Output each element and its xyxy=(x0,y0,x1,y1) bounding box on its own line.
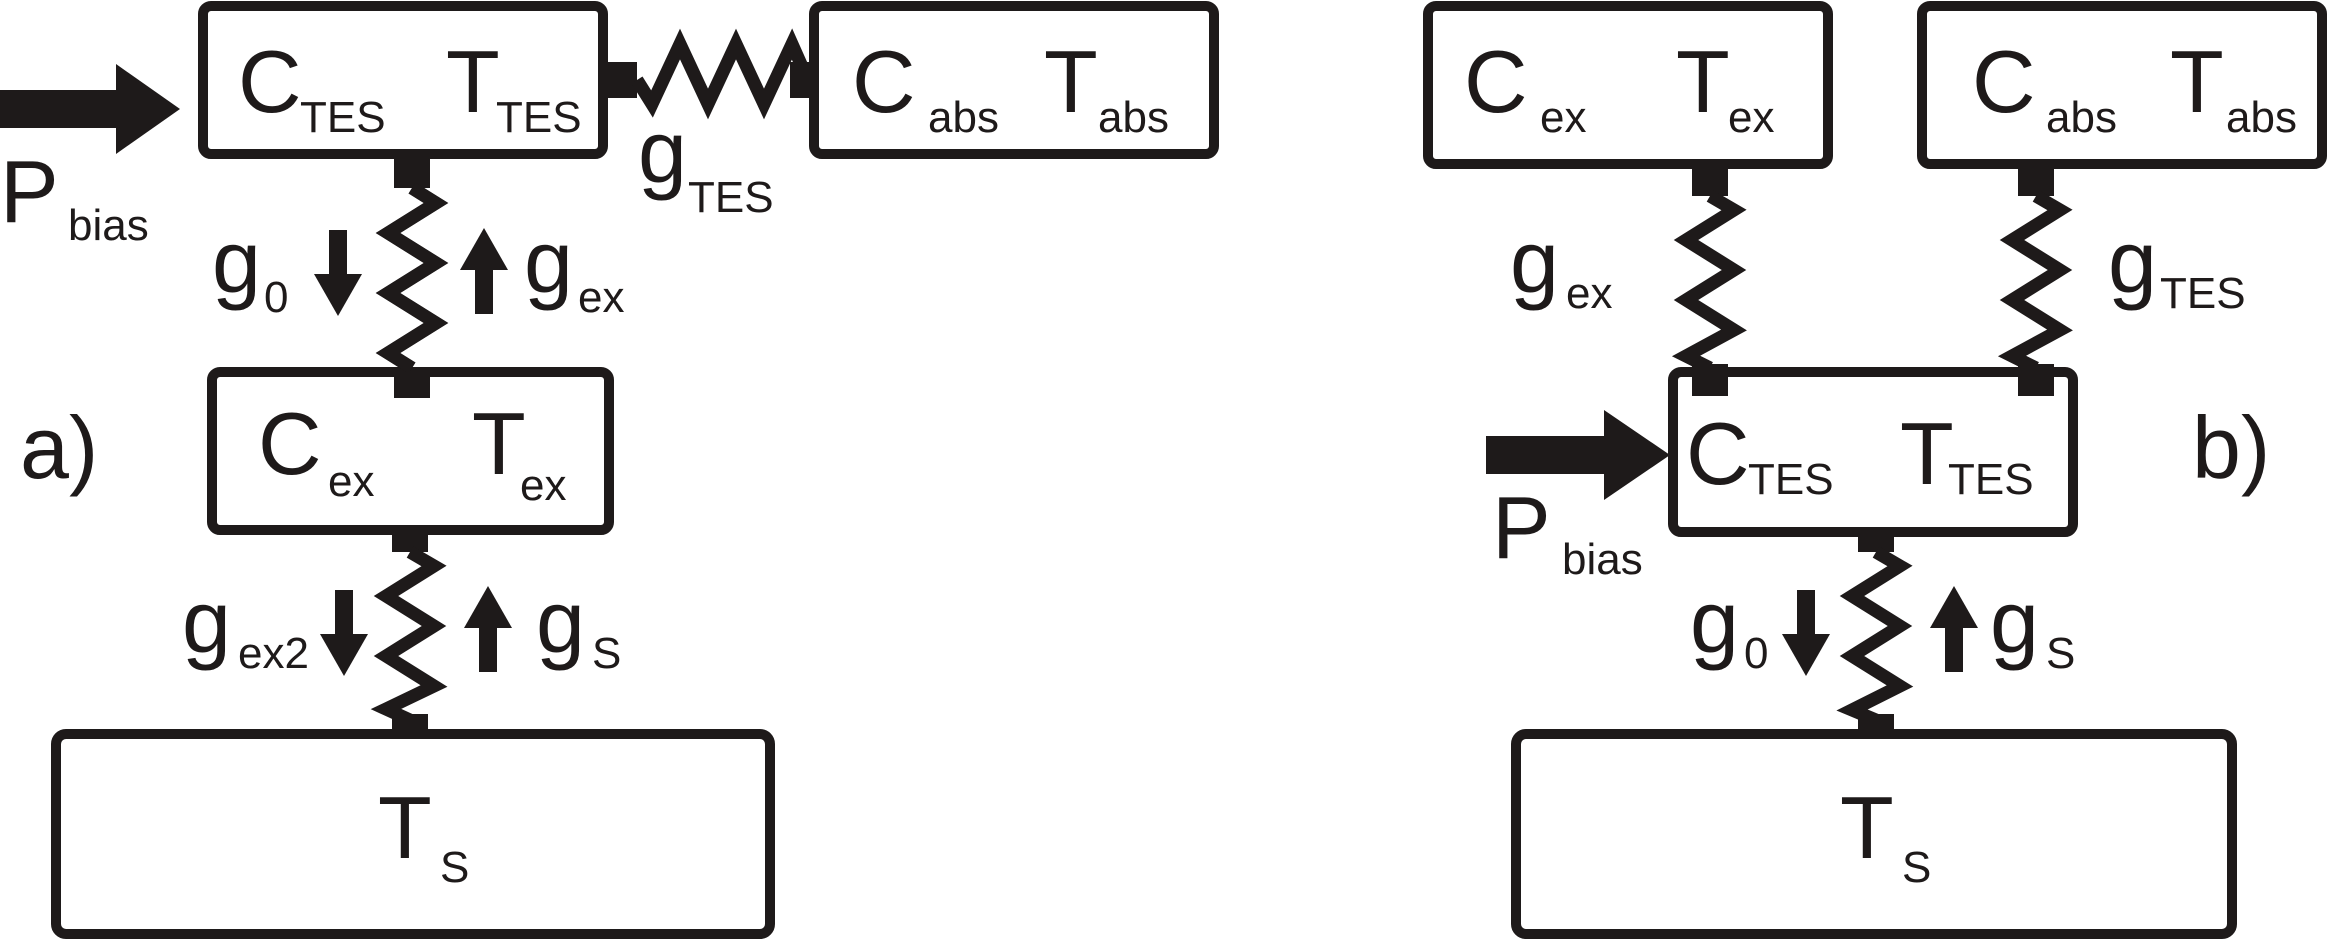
arrow-gex2-down-a xyxy=(320,590,368,676)
gs-symbol-b: g xyxy=(1990,572,2039,671)
abs-t-symbol-b: T xyxy=(2170,32,2224,131)
tes-t-symbol-b: T xyxy=(1900,404,1954,503)
ex-box-b xyxy=(1423,1,1833,169)
gs-symbol-a: g xyxy=(536,572,585,671)
abs-c-symbol-a: C xyxy=(852,32,916,131)
ex-t-sub-a: ex xyxy=(520,461,566,510)
gtes-symbol-b: g xyxy=(2108,212,2157,311)
panel-label-a: a) xyxy=(20,398,98,497)
bias-arrow-a xyxy=(0,64,180,154)
g0-sub-a: 0 xyxy=(264,273,288,322)
link-g-tes-a xyxy=(603,28,816,120)
tes-c-sub-b: TES xyxy=(1748,455,1834,504)
panel-label-b: b) xyxy=(2192,398,2270,497)
gex-sub-b: ex xyxy=(1566,269,1612,318)
abs-t-symbol-a: T xyxy=(1044,32,1098,131)
absorber-box-b xyxy=(1917,1,2327,169)
panel-a xyxy=(0,1,1219,939)
bath-t-sub-a: S xyxy=(440,843,469,892)
bath-t-symbol-b: T xyxy=(1840,778,1894,877)
gs-sub-b: S xyxy=(2046,629,2075,678)
g-tes-sub-a: TES xyxy=(688,173,774,222)
tes-c-symbol-b: C xyxy=(1686,404,1750,503)
gs-sub-a: S xyxy=(592,629,621,678)
abs-c-symbol-b: C xyxy=(1972,32,2036,131)
g0-symbol-b: g xyxy=(1690,572,1739,671)
g-tes-symbol-a: g xyxy=(638,102,687,201)
arrow-gex-up-a xyxy=(460,228,508,314)
tes-t-sub-a: TES xyxy=(496,93,582,142)
ex-c-symbol-a: C xyxy=(258,394,322,493)
arrow-g0-down-b xyxy=(1782,590,1830,676)
gex-symbol-a: g xyxy=(524,212,573,311)
tes-c-symbol-a: C xyxy=(238,32,302,131)
tes-t-sub-b: TES xyxy=(1948,455,2034,504)
g0-symbol-a: g xyxy=(212,212,261,311)
p-bias-symbol-b: P xyxy=(1492,478,1551,577)
bias-arrow-b xyxy=(1486,410,1670,500)
abs-t-sub-a: abs xyxy=(1098,93,1169,142)
gex-symbol-b: g xyxy=(1510,212,1559,311)
link-ex-tes-b xyxy=(1671,168,1747,396)
link-ex-bath-a xyxy=(370,534,448,736)
gex-sub-a: ex xyxy=(578,273,624,322)
p-bias-sub-a: bias xyxy=(68,201,149,250)
tes-box-b xyxy=(1668,367,2078,537)
gtes-sub-b: TES xyxy=(2160,269,2246,318)
abs-c-sub-a: abs xyxy=(928,93,999,142)
ex-c-symbol-b: C xyxy=(1464,32,1528,131)
abs-t-sub-b: abs xyxy=(2226,93,2297,142)
panel-b xyxy=(1423,1,2327,939)
tes-t-symbol-a: T xyxy=(446,32,500,131)
ex-c-sub-b: ex xyxy=(1540,93,1586,142)
gex2-symbol-a: g xyxy=(182,572,231,671)
link-tes-bath-b xyxy=(1836,536,1914,736)
ex-t-symbol-a: T xyxy=(472,394,526,493)
ex-t-symbol-b: T xyxy=(1676,32,1730,131)
ex-c-sub-a: ex xyxy=(328,457,374,506)
link-abs-tes-b xyxy=(1997,168,2073,396)
p-bias-sub-b: bias xyxy=(1562,535,1643,584)
tes-c-sub-a: TES xyxy=(300,93,386,142)
bath-t-sub-b: S xyxy=(1902,843,1931,892)
arrow-gs-up-b xyxy=(1930,586,1978,672)
arrow-gs-up-a xyxy=(464,586,512,672)
g0-sub-b: 0 xyxy=(1744,629,1768,678)
labels: C TES T TES C abs T abs g TES P bias g 0… xyxy=(0,32,2297,892)
arrow-g0-down-a xyxy=(314,230,362,316)
p-bias-symbol-a: P xyxy=(0,142,59,241)
ex-t-sub-b: ex xyxy=(1728,93,1774,142)
bath-t-symbol-a: T xyxy=(378,778,432,877)
abs-c-sub-b: abs xyxy=(2046,93,2117,142)
gex2-sub-a: ex2 xyxy=(238,629,309,678)
